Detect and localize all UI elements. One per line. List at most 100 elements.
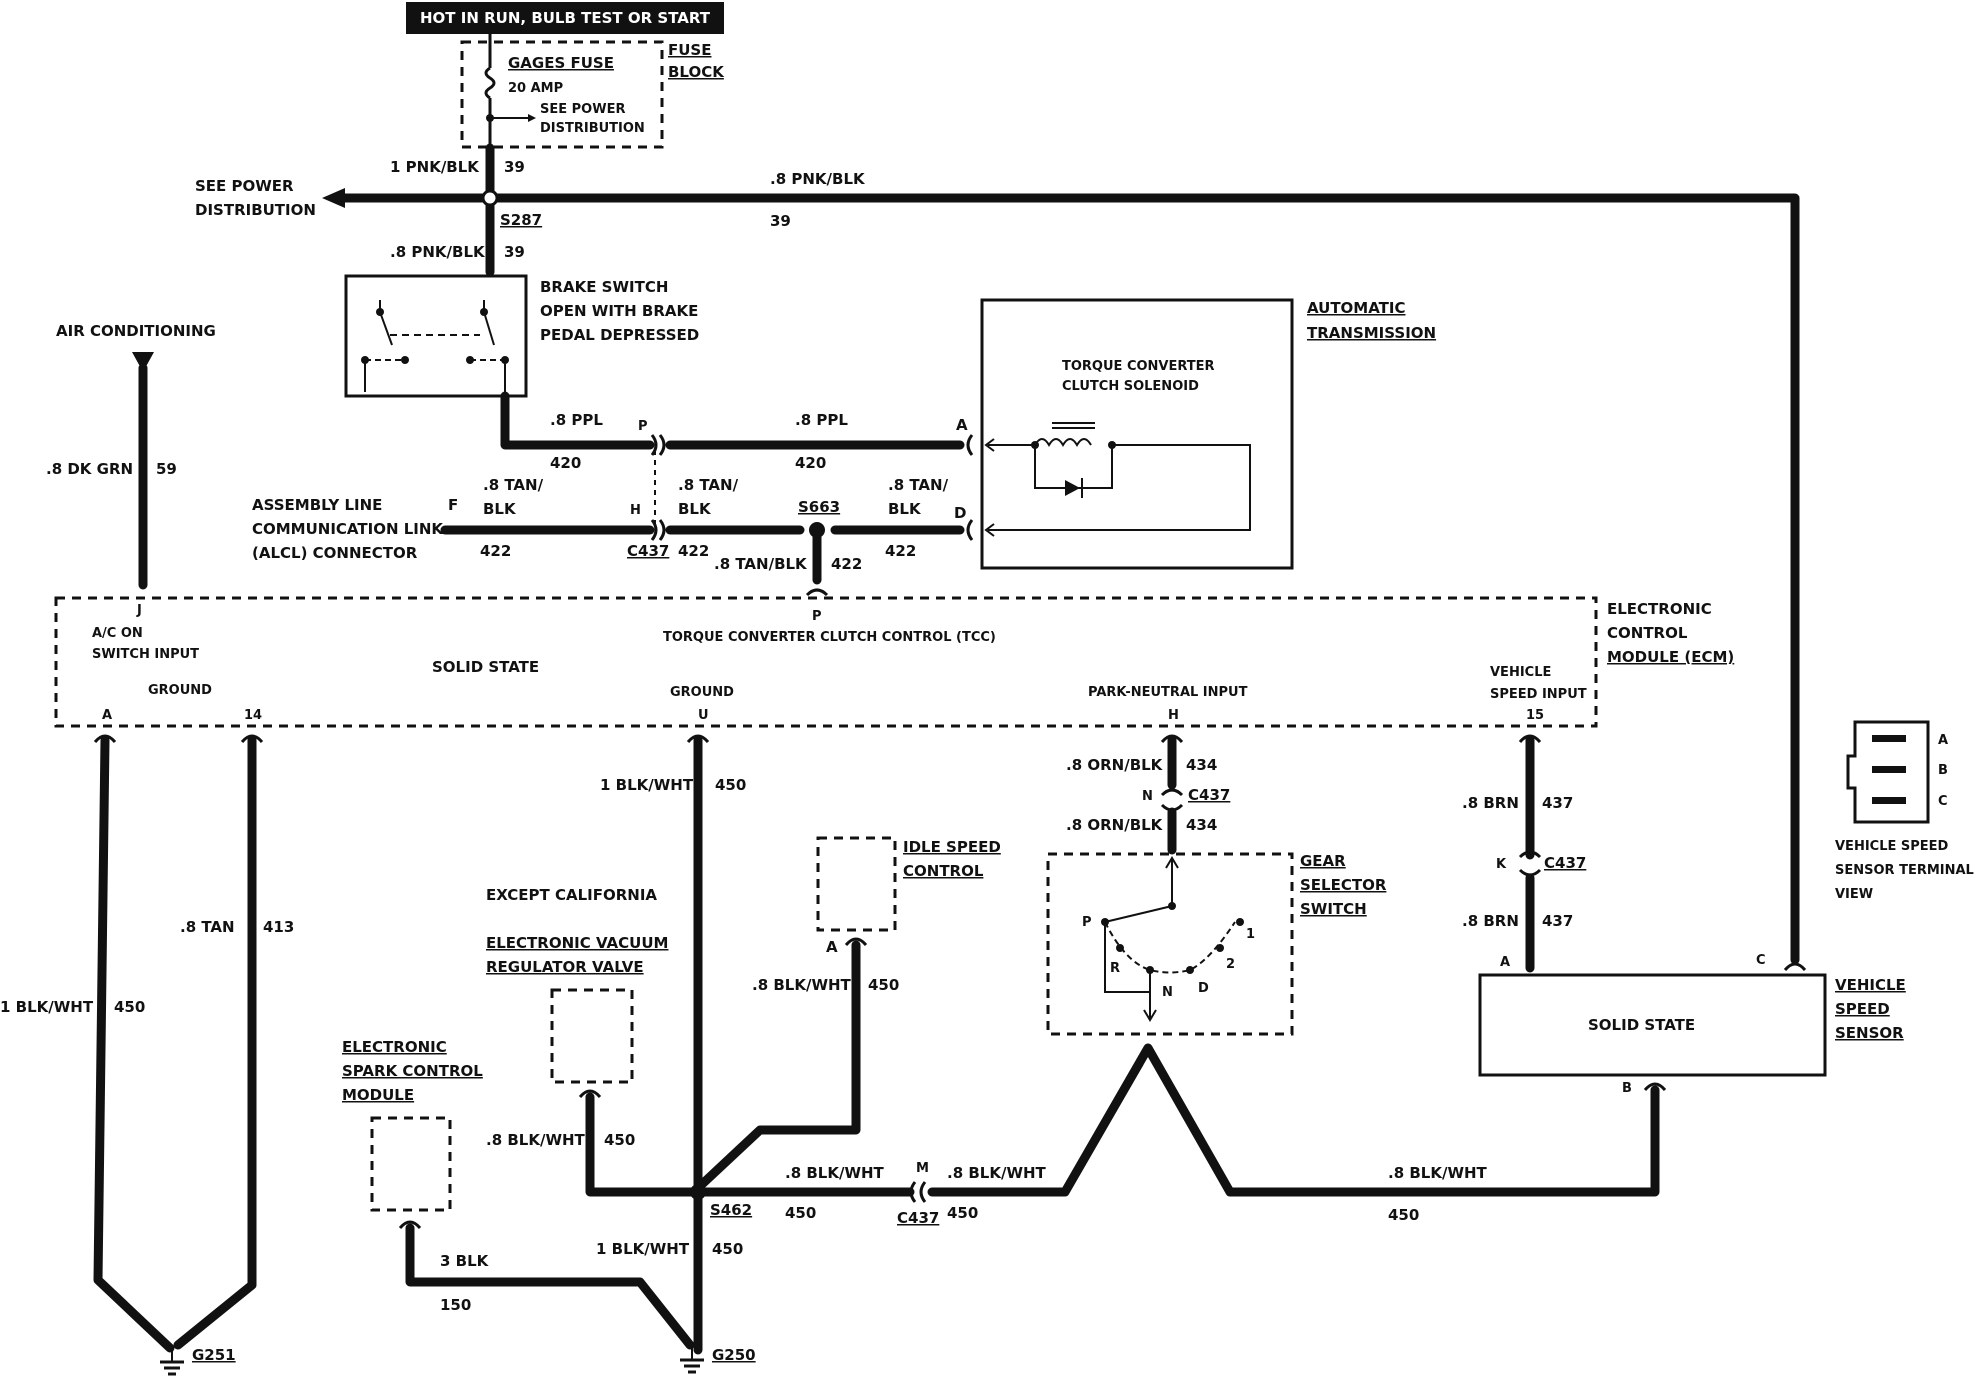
pin-label: F xyxy=(448,496,458,514)
gear-1: 1 xyxy=(1246,927,1255,942)
connector-icon xyxy=(844,937,868,947)
circuit-label: 39 xyxy=(504,243,525,261)
connector-icon xyxy=(578,1089,602,1099)
escm-box xyxy=(370,1116,452,1212)
evrv-label2: REGULATOR VALVE xyxy=(486,958,644,976)
idle-speed-control xyxy=(816,836,897,932)
circuit-label: 422 xyxy=(480,542,511,560)
fuse-name: GAGES FUSE xyxy=(508,54,614,72)
terminal-label1: VEHICLE SPEED xyxy=(1835,839,1949,854)
wire-450-left xyxy=(93,735,175,1353)
circuit-label: 450 xyxy=(868,976,899,994)
wire-label: BLK xyxy=(678,500,712,518)
circuit-label: 437 xyxy=(1542,794,1573,812)
evrv-box xyxy=(550,988,634,1084)
wire-label: BLK xyxy=(888,500,922,518)
evrv-label1: ELECTRONIC VACUUM xyxy=(486,934,668,952)
fuse-ref2: DISTRIBUTION xyxy=(540,121,645,136)
wire-label: .8 PPL xyxy=(795,411,848,429)
wire-label: .8 ORN/BLK xyxy=(1066,816,1164,834)
connector-icon xyxy=(805,588,829,597)
splice-label: S663 xyxy=(798,498,840,516)
fuse-rating: 20 AMP xyxy=(508,81,563,96)
vss-label1: VEHICLE xyxy=(1835,976,1906,994)
evrv-except: EXCEPT CALIFORNIA xyxy=(486,886,657,904)
wire-label: .8 PNK/BLK xyxy=(390,243,486,261)
terminal-label3: VIEW xyxy=(1835,887,1873,902)
fuse-icon xyxy=(484,66,496,100)
alcl-label2: COMMUNICATION LINK xyxy=(252,520,444,538)
circuit-label: 422 xyxy=(885,542,916,560)
ecm-box xyxy=(54,596,1598,728)
gear-r: R xyxy=(1110,961,1120,976)
wire-39-vss xyxy=(485,193,1800,965)
wire-label: .8 BLK/WHT xyxy=(785,1164,885,1182)
circuit-label: 413 xyxy=(263,918,294,936)
pin-label: H xyxy=(630,503,641,518)
ground-label: G250 xyxy=(712,1346,756,1364)
circuit-label: 150 xyxy=(440,1296,471,1314)
wire-label: 1 BLK/WHT xyxy=(0,998,94,1016)
wire-450-isc xyxy=(693,940,861,1193)
isc-label1: IDLE SPEED xyxy=(903,838,1001,856)
circuit-label: 450 xyxy=(712,1240,743,1258)
circuit-label: 434 xyxy=(1186,816,1217,834)
gear-selector-icon xyxy=(1101,856,1244,1022)
gear-label2: SELECTOR xyxy=(1300,876,1387,894)
wire-label: BLK xyxy=(483,500,517,518)
terminal-a: A xyxy=(1938,733,1948,748)
fuse-block-label2: BLOCK xyxy=(668,63,725,81)
circuit-label: 450 xyxy=(947,1204,978,1222)
power-header: HOT IN RUN, BULB TEST OR START xyxy=(420,9,711,27)
connector-icon xyxy=(1643,1082,1667,1092)
gear-p: P xyxy=(1082,915,1092,930)
pin-label: J xyxy=(136,603,142,618)
wire-label: .8 BRN xyxy=(1462,912,1519,930)
pin-label: 14 xyxy=(244,708,262,723)
pin-label: A xyxy=(956,416,968,434)
fuse-block-label1: FUSE xyxy=(668,41,711,59)
circuit-label: 422 xyxy=(678,542,709,560)
switch-contacts-icon xyxy=(361,300,509,392)
wire-label: .8 TAN/ xyxy=(888,476,949,494)
pin-label: A xyxy=(1500,955,1510,970)
ecm-title2: CONTROL xyxy=(1607,624,1688,642)
ecm-ground2: GROUND xyxy=(670,685,734,700)
circuit-label: 450 xyxy=(604,1131,635,1149)
wire-label: .8 TAN/ xyxy=(678,476,739,494)
connector-label: C437 xyxy=(1188,786,1230,804)
fuse-ref1: SEE POWER xyxy=(540,102,625,117)
wire-420 xyxy=(500,391,655,450)
brake-label3: PEDAL DEPRESSED xyxy=(540,326,699,344)
connector-icon xyxy=(909,1181,927,1203)
arrow-icon xyxy=(528,114,536,122)
ecm-title3: MODULE (ECM) xyxy=(1607,648,1734,666)
pin-label: 15 xyxy=(1526,708,1544,723)
circuit-label: 420 xyxy=(550,454,581,472)
pin-label: H xyxy=(1168,708,1179,723)
wire-label: .8 PPL xyxy=(550,411,603,429)
ground-icon xyxy=(680,1348,704,1374)
gear-2: 2 xyxy=(1226,957,1235,972)
pin-label: C xyxy=(1756,953,1766,968)
brake-label2: OPEN WITH BRAKE xyxy=(540,302,698,320)
connector-label: C437 xyxy=(627,542,669,560)
connector-icon xyxy=(966,434,974,456)
brake-label1: BRAKE SWITCH xyxy=(540,278,668,296)
vehicle-speed-sensor xyxy=(1478,973,1827,1077)
terminal-b: B xyxy=(1938,763,1948,778)
connector-icon xyxy=(1518,734,1542,744)
ground-label: G251 xyxy=(192,1346,236,1364)
pin-label: B xyxy=(1622,1081,1632,1096)
connector-icon xyxy=(1160,788,1184,812)
connector-icon xyxy=(1783,962,1807,972)
connector-icon xyxy=(650,519,666,541)
wire-150 xyxy=(405,1223,695,1350)
gear-label3: SWITCH xyxy=(1300,900,1367,918)
ecm-ground1: GROUND xyxy=(148,683,212,698)
gear-n: N xyxy=(1162,985,1173,1000)
ecm-vs-input2: SPEED INPUT xyxy=(1490,687,1587,702)
power-dist-label1: SEE POWER xyxy=(195,177,294,195)
circuit-label: 450 xyxy=(114,998,145,1016)
